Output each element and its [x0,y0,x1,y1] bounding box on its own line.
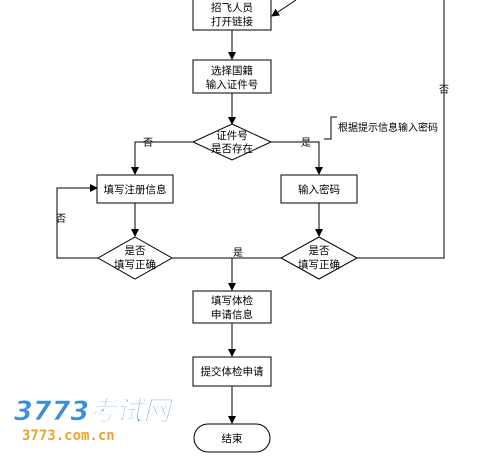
edge-label-left-no: 否 [56,213,66,225]
right-check-line1: 是否 [309,245,330,257]
left-check-line2: 填写正确 [114,258,156,271]
submit-exam-label: 提交体检申请 [201,365,264,378]
decision-id-line2: 是否存在 [211,142,253,155]
watermark-brand: 3773考试网 [14,396,174,427]
edge-left-check-no [56,184,98,259]
enter-password-node: 输入密码 [280,174,358,204]
watermark-logo: 3773考试网 3773.com.cn [14,396,175,444]
select-node-line2: 输入证件号 [206,78,259,91]
select-nationality-node: 选择国籍 输入证件号 [192,59,272,94]
end-label: 结束 [222,432,243,445]
decision-right-check: 是否 填写正确 [279,236,359,280]
decision-id-line1: 证件号 [216,130,248,142]
edge-label-id-no: 否 [143,137,153,149]
select-node-line1: 选择国籍 [211,64,253,77]
submit-exam-node: 提交体检申请 [192,356,272,387]
edge-label-id-yes: 是 [301,137,311,149]
fill-register-node: 填写注册信息 [96,174,174,204]
decision-id-exists: 证件号 是否存在 [191,123,273,161]
watermark-url: 3773.com.cn [22,428,115,444]
edge-label-right-no: 否 [439,84,449,96]
start-node-line1: 招飞人员 [211,1,253,14]
connectors [56,0,445,424]
fill-exam-line1: 填写体检 [211,294,253,307]
edge-decision-yes [271,141,323,175]
annotation-text: 根据提示信息输入密码 [338,121,438,134]
edge-right-check-no [357,0,445,259]
fill-register-label: 填写注册信息 [104,183,167,196]
start-node-line2: 打开链接 [211,15,253,28]
annotation-bracket [324,116,337,140]
left-check-line1: 是否 [125,245,146,257]
right-check-line2: 填写正确 [298,258,340,271]
decision-left-check: 是否 填写正确 [96,236,174,280]
fill-exam-node: 填写体检 申请信息 [192,290,272,324]
end-node: 结束 [193,423,271,453]
start-node: 招飞人员 打开链接 [192,0,272,31]
fill-exam-line2: 申请信息 [211,308,253,321]
edge-decision-no [131,141,193,175]
edge-right-check-no-return [271,0,297,17]
enter-password-label: 输入密码 [298,183,340,196]
edge-label-join-yes: 是 [233,247,243,259]
